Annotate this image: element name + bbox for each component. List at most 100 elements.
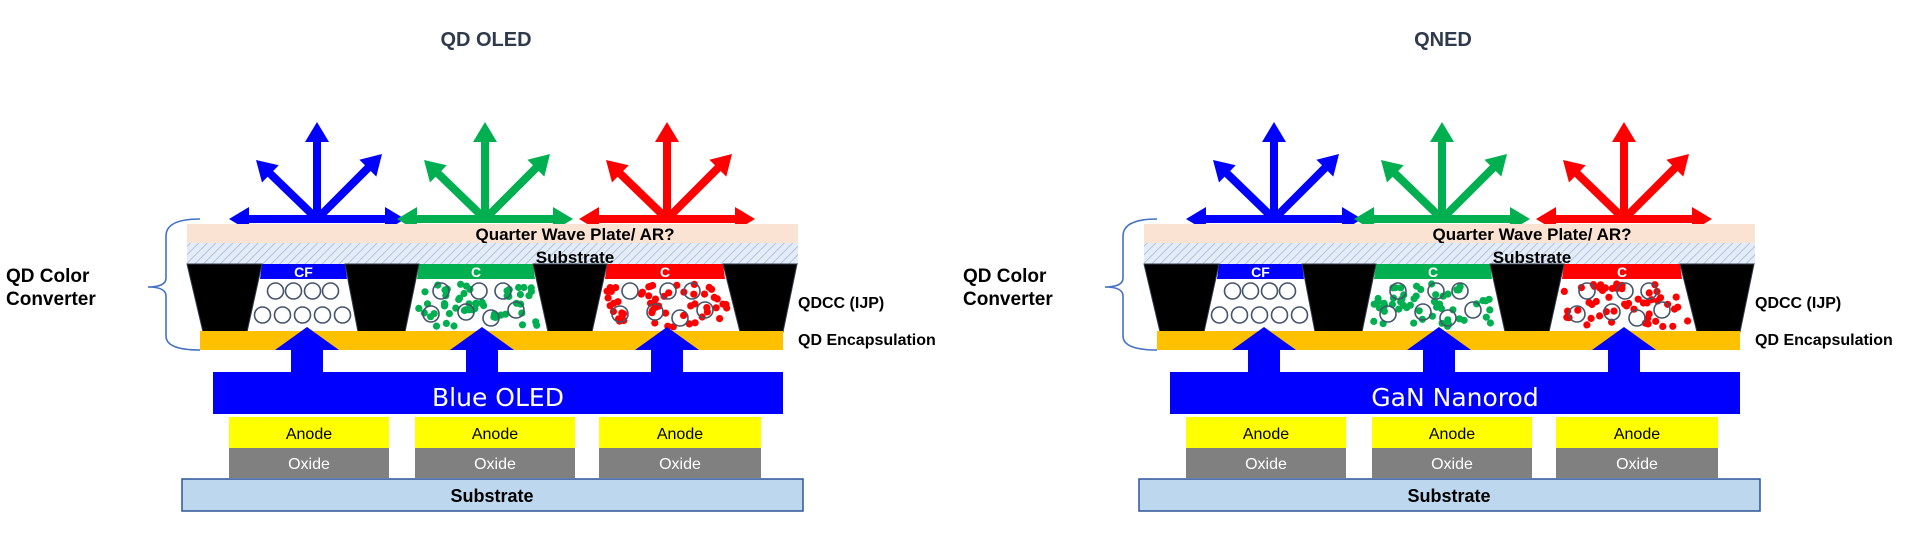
- scattering-particle: [1230, 306, 1249, 324]
- quantum-dot: [1605, 293, 1613, 301]
- blue-emission-arrows-icon: [1186, 122, 1362, 231]
- scattering-particle: [1653, 301, 1671, 319]
- scattering-particle: [1260, 282, 1279, 300]
- quantum-dot: [445, 310, 453, 318]
- quantum-dot: [1482, 313, 1490, 321]
- black-bank-3: [1489, 263, 1565, 333]
- scattering-particle: [1628, 309, 1646, 327]
- converter-label-line: QD Color: [963, 266, 1047, 287]
- quantum-dot: [645, 292, 653, 300]
- quantum-dot: [1645, 289, 1653, 297]
- oxide: [415, 448, 575, 478]
- oxide: [229, 448, 389, 478]
- scattering-particle: [696, 301, 714, 319]
- scattering-particle: [611, 305, 629, 323]
- upward-light-arrow-icon: [1407, 327, 1471, 374]
- red-color-filter: [1562, 264, 1682, 279]
- scattering-particle: [457, 303, 475, 321]
- scattering-particle: [1250, 306, 1269, 324]
- quantum-dot: [1397, 284, 1405, 292]
- quantum-dot: [1444, 316, 1452, 324]
- quantum-dot: [1674, 303, 1682, 311]
- quantum-dot: [1449, 306, 1457, 314]
- quantum-dot: [1634, 295, 1642, 303]
- emission-arrow: [1612, 122, 1636, 219]
- quarter-wave-plate: [1144, 224, 1755, 243]
- scattering-particle: [1578, 282, 1596, 300]
- green-emission-arrows-icon: [1354, 122, 1530, 231]
- quantum-dot: [1684, 317, 1692, 325]
- red-emission-arrows-icon: [579, 122, 755, 231]
- anode-label: Anode: [1614, 426, 1660, 443]
- qdcc-label: QDCC (IJP): [798, 295, 884, 312]
- emitter-layer: [1170, 372, 1740, 414]
- quantum-dot: [442, 292, 450, 300]
- quantum-dot: [1659, 322, 1667, 331]
- emission-arrow: [1621, 154, 1689, 222]
- green-cf-label: C: [471, 264, 481, 280]
- quantum-dot: [680, 311, 688, 320]
- emission-arrow: [1536, 207, 1624, 231]
- quantum-dot: [1596, 312, 1604, 320]
- quantum-dot: [1413, 282, 1421, 290]
- scattering-particle: [293, 306, 312, 324]
- oxide: [599, 448, 761, 478]
- scattering-particle: [1379, 305, 1397, 323]
- scattering-particle: [1616, 282, 1634, 300]
- bottom-substrate: [181, 478, 804, 512]
- bottom-substrate-label: Substrate: [1407, 486, 1490, 506]
- cf-substrate: [187, 243, 798, 264]
- oxide-label: Oxide: [288, 456, 330, 473]
- quantum-dot: [442, 319, 450, 327]
- scattering-particle: [482, 309, 500, 327]
- oxide-label: Oxide: [1431, 456, 1473, 473]
- quantum-dot: [525, 292, 533, 300]
- converter-label-line: QD Color: [6, 266, 90, 287]
- quantum-dot: [1643, 299, 1651, 307]
- oxide-label: Oxide: [474, 456, 516, 473]
- blue-cf-label: CF: [294, 264, 313, 280]
- quantum-dot: [1610, 307, 1618, 315]
- upward-light-arrow-icon: [450, 327, 514, 374]
- anode: [415, 417, 575, 448]
- scattering-particle: [659, 282, 677, 300]
- emission-arrow: [473, 122, 497, 219]
- emission-arrow: [317, 207, 405, 231]
- quantum-dot: [691, 319, 699, 327]
- quantum-dot: [1574, 306, 1582, 314]
- blue-subpixel: CF: [1210, 264, 1309, 324]
- quantum-dot: [604, 294, 612, 302]
- green-subpixel: C: [415, 264, 541, 330]
- panel-title: QNED: [1414, 29, 1472, 51]
- quantum-dot: [1415, 307, 1423, 315]
- quantum-dot: [1395, 305, 1403, 313]
- emission-arrow: [1381, 160, 1445, 222]
- quantum-dot: [456, 294, 464, 302]
- encapsulation-label: QD Encapsulation: [798, 332, 936, 349]
- scattering-particle: [266, 282, 285, 300]
- bottom-substrate: [1138, 478, 1761, 512]
- quantum-dot: [703, 308, 712, 316]
- quantum-dot: [527, 284, 535, 292]
- quantum-dot: [612, 284, 620, 292]
- emission-arrow: [482, 154, 550, 222]
- upward-light-arrow-icon: [635, 327, 699, 374]
- black-bank-4: [722, 263, 798, 333]
- red-emission-arrows-icon: [1536, 122, 1712, 231]
- scattering-particle: [1568, 305, 1586, 323]
- scattering-particle: [507, 301, 525, 319]
- anode: [599, 417, 761, 448]
- scattering-particle: [1278, 282, 1297, 300]
- quantum-dot: [1486, 306, 1494, 314]
- emission-arrow: [397, 207, 485, 231]
- quantum-dot: [1460, 316, 1468, 324]
- quantum-dot: [503, 292, 511, 300]
- quantum-dot: [472, 299, 480, 307]
- quantum-dot: [1587, 314, 1595, 322]
- bottom-substrate-label: Substrate: [450, 486, 533, 506]
- scattering-particle: [253, 306, 272, 324]
